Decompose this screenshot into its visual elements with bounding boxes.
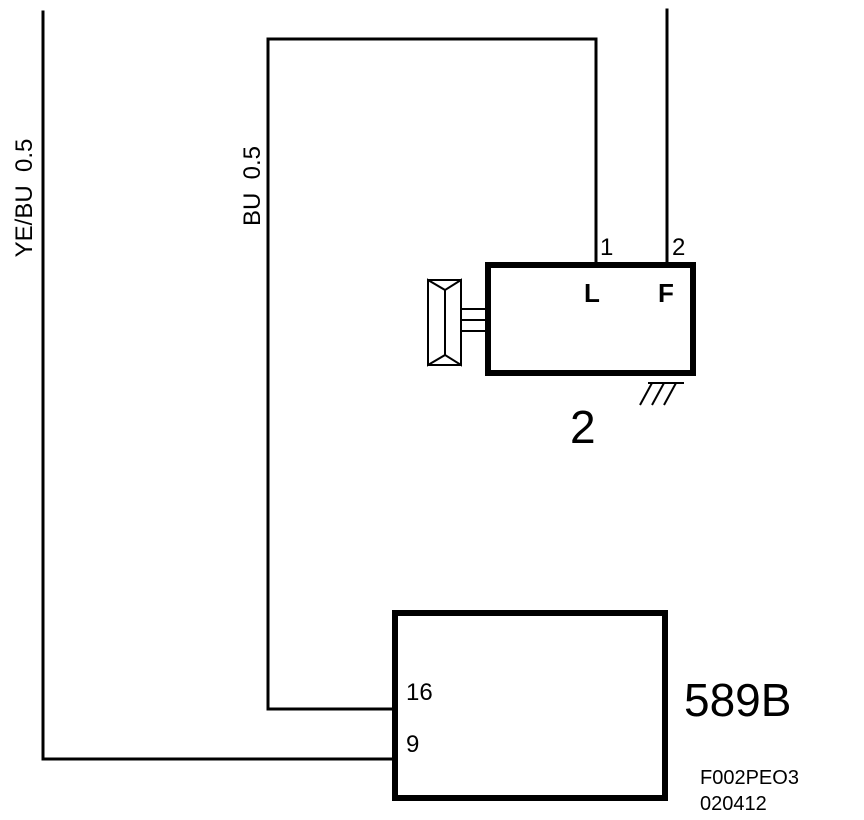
alternator-pin1-number: 1: [600, 234, 613, 261]
alternator-pin2-number: 2: [672, 234, 685, 261]
control-module-pin16-number: 16: [406, 679, 433, 706]
ground-icon: [639, 382, 684, 406]
figure-code: F002PEO3 020412: [700, 767, 799, 815]
left-wire-label: YE/BU 0.5: [11, 139, 38, 258]
wire-ye-bu: [41, 10, 404, 761]
middle-wire-label: BU 0.5: [239, 146, 266, 226]
control-module-box: [392, 610, 668, 801]
figure-code-line2: 020412: [700, 793, 767, 815]
figure-code-line1: F002PEO3: [700, 767, 799, 789]
alternator-box: [485, 262, 696, 376]
control-module-component-id: 589B: [684, 674, 791, 726]
pulley-icon: [427, 278, 489, 367]
alternator: 1 2 L F 2: [427, 234, 696, 453]
wire-bu: [266, 37, 598, 711]
control-module-pin9-number: 9: [406, 731, 419, 758]
wires: [41, 8, 669, 761]
alternator-component-id: 2: [570, 401, 596, 453]
alternator-terminal-l: L: [584, 278, 600, 308]
control-module: 16 9 589B: [392, 610, 791, 801]
alternator-terminal-f: F: [658, 278, 674, 308]
